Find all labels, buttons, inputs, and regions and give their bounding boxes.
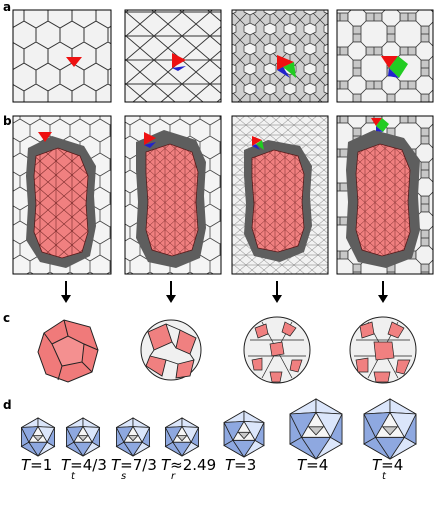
polyhedron-snub-1 [140, 319, 202, 381]
svg-text:T=4: T=4 [372, 456, 403, 474]
net-T4-3 [124, 115, 222, 275]
t-label-4: T≈2.49 r [161, 456, 216, 482]
polyhedron-rhombi [349, 316, 417, 384]
panel-label-c: c [3, 311, 10, 325]
t-label-1: T=1 [21, 456, 52, 474]
panel-label-d: d [3, 398, 12, 412]
panel-label-b: b [3, 114, 12, 128]
tiling-hexagonal [12, 9, 112, 103]
svg-text:T=4/3: T=4/3 [61, 456, 107, 474]
icosahedron-3 [115, 417, 151, 457]
asym-unit-triangle-blue [144, 142, 156, 148]
arrow-down-3 [272, 281, 282, 303]
icosahedron-2 [65, 417, 101, 457]
svg-text:r: r [171, 471, 176, 482]
svg-text:T≈2.49: T≈2.49 [161, 456, 216, 474]
svg-text:T=4: T=4 [297, 456, 328, 474]
t-label-3: T=7/3 s [111, 456, 157, 482]
net-T1 [12, 115, 112, 275]
tiling-trihexagonal [124, 9, 222, 103]
panel-label-a: a [3, 0, 11, 14]
asym-unit-triangle-blue [388, 68, 399, 78]
svg-text:T=3: T=3 [225, 456, 256, 474]
arrow-down-2 [166, 281, 176, 303]
icosahedron-1 [20, 417, 56, 457]
asym-unit-triangle-red [144, 132, 156, 145]
asym-unit-triangle-blue [376, 126, 383, 132]
asym-unit-triangle-red [381, 56, 398, 68]
t-label-2: T=4/3 t [61, 456, 107, 482]
net-T2-49 [336, 115, 434, 275]
t-label-7: T=4 t [372, 456, 403, 482]
tiling-snub-hexagonal [231, 9, 329, 103]
icosahedra-row [20, 398, 417, 460]
asym-unit-triangle-blue [277, 67, 290, 78]
asym-unit-triangle-red [172, 53, 186, 68]
asym-unit-triangle-red [38, 132, 52, 142]
icosahedron-7 [363, 398, 417, 460]
asym-unit-triangle-blue [172, 66, 186, 71]
asym-unit-triangle-blue [252, 144, 260, 150]
asym-unit-square-green [376, 118, 389, 132]
svg-text:T=1: T=1 [21, 456, 52, 474]
asym-unit-triangle-red [371, 118, 382, 126]
asym-unit-triangle-red [252, 136, 262, 146]
arrow-down-1 [61, 281, 71, 303]
icosahedron-6 [289, 398, 343, 460]
t-label-6: T=4 [297, 456, 328, 474]
asym-unit-triangle-green [283, 62, 296, 78]
polyhedron-snub-2 [243, 316, 311, 384]
arrow-down-4 [378, 281, 388, 303]
t-label-5: T=3 [225, 456, 256, 474]
icosahedron-5 [223, 410, 265, 458]
svg-text:t: t [382, 471, 387, 482]
icosahedron-4 [164, 417, 200, 457]
asym-unit-triangle-red [277, 55, 294, 70]
net-T7-3 [231, 115, 329, 275]
tiling-rhombitrihexagonal [336, 9, 434, 103]
asym-unit-triangle-green [256, 140, 264, 150]
svg-text:T=7/3: T=7/3 [111, 456, 157, 474]
asym-unit-triangle-red [66, 57, 82, 67]
svg-text:t: t [71, 471, 76, 482]
asym-unit-square-green [389, 56, 408, 78]
polyhedron-dodecahedron [37, 319, 99, 383]
svg-text:s: s [121, 471, 126, 482]
